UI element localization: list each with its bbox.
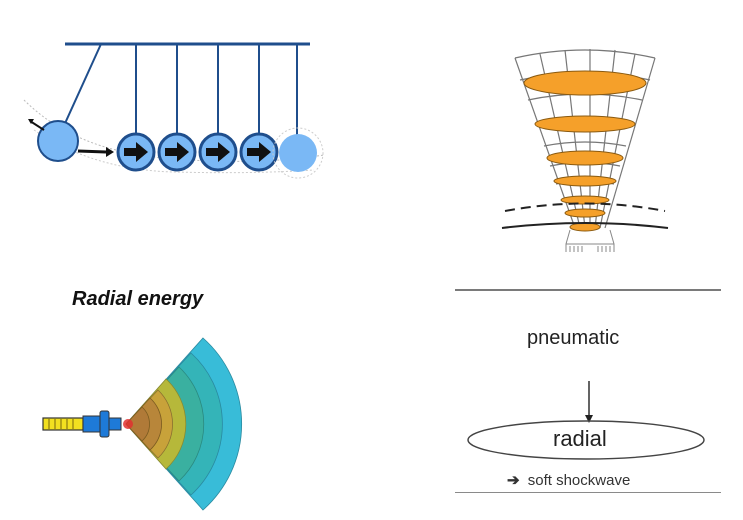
cone-ring-3 [546, 150, 624, 166]
tissue-boundary-dashed [504, 202, 666, 212]
shockwave-result: ➔ soft shockwave [507, 471, 630, 489]
radial-label: radial [553, 426, 607, 451]
flow-svg [467, 381, 705, 460]
pneumatic-label: pneumatic [527, 327, 620, 349]
motion-trace-lower [33, 129, 315, 174]
ball-4 [198, 132, 238, 172]
radial-ellipse [467, 420, 705, 460]
applicator-icon [42, 410, 122, 438]
swing-back-arrowhead [28, 119, 34, 124]
newtons-cradle-svg [23, 42, 325, 179]
arrow-right-icon: ➔ [507, 472, 520, 489]
applicator-grip [569, 246, 611, 252]
divider-top [455, 289, 721, 291]
radial-energy-title: Radial energy [72, 288, 204, 310]
focus-point [123, 419, 133, 429]
arrow-right-icon [247, 142, 271, 162]
impact-arrow [77, 149, 107, 154]
down-arrow-icon [585, 415, 593, 423]
energy-cone-svg [501, 49, 669, 252]
shockwave-text: soft shockwave [527, 472, 631, 489]
ball-2 [116, 132, 156, 172]
skin-surface-line [501, 222, 669, 229]
ball-5 [239, 132, 279, 172]
cone-ring-7 [569, 222, 601, 232]
radial-energy-svg [42, 337, 243, 511]
swinging-ball [37, 120, 79, 162]
newtons-cradle-diagram [14, 30, 334, 190]
ball-3 [157, 132, 197, 172]
arrow-right-icon [124, 142, 148, 162]
cone-ring-6 [564, 208, 606, 218]
impact-arrowhead [106, 147, 114, 157]
pneumatic-radial-flow: pneumatic radial ➔ soft shockwave [455, 289, 721, 494]
string-1 [61, 43, 102, 131]
radial-energy-diagram: Radial energy [20, 280, 300, 520]
motion-trace [23, 99, 325, 162]
swing-back-arrow [29, 120, 45, 131]
cone-ring-2 [534, 115, 636, 133]
arrow-right-icon [206, 142, 230, 162]
last-ball [279, 134, 317, 172]
energy-cone-diagram [470, 38, 710, 258]
arrow-right-icon [165, 142, 189, 162]
cone-ring-4 [553, 175, 617, 187]
radial-fan [123, 337, 243, 511]
vibration-halo [272, 127, 324, 179]
cone-ring-1 [523, 70, 647, 96]
applicator-head [565, 229, 615, 252]
divider-bottom [455, 492, 721, 493]
band-0 [125, 406, 150, 442]
